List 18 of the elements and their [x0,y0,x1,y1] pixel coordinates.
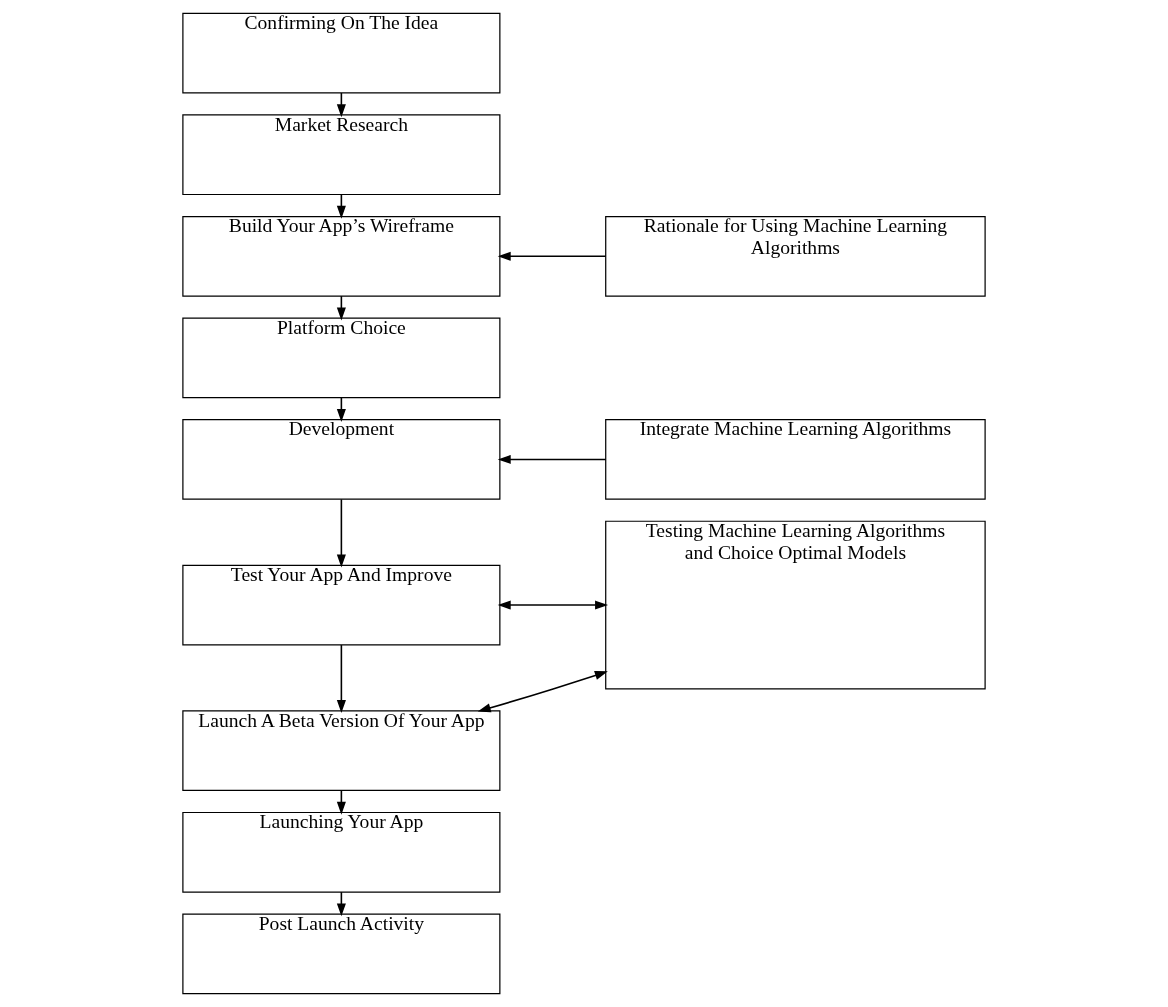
node-box: Launching Your App [182,811,501,893]
node-box: Rationale for Using Machine Learning Algorithms [605,215,986,297]
node-box: Test Your App And Improve [182,564,501,646]
node-box: Launch A Beta Version Of Your App [182,710,501,792]
arrow [497,251,607,261]
node-box: Post Launch Activity [182,913,501,995]
node-box: Confirming On The Idea [182,12,501,94]
arrow [336,644,346,714]
arrow [497,454,607,464]
node-box: Build Your App’s Wireframe [182,215,501,297]
node-box: Integrate Machine Learning Algorithms [605,419,986,500]
arrow [497,600,609,610]
arrow [477,671,608,713]
node-box: Market Research [182,114,501,196]
node-box: Testing Machine Learning Algorithms and Choice Optimal Models [605,520,986,690]
node-box: Platform Choice [182,317,501,399]
node-box: Development [182,419,501,500]
arrow [336,498,346,568]
